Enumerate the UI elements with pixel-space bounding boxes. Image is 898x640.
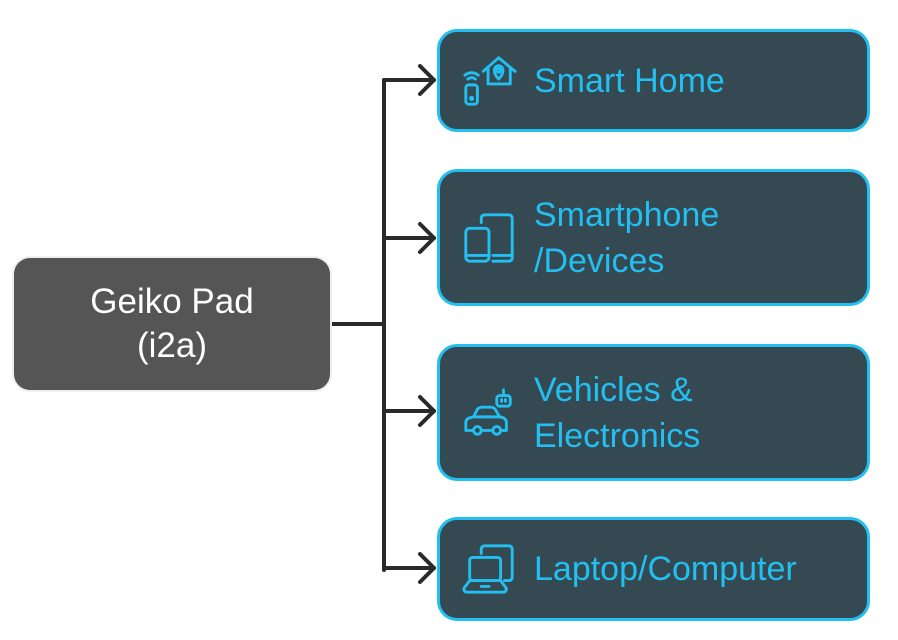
source-node-geiko-pad: Geiko Pad (i2a) xyxy=(14,258,330,390)
vehicle-electronics-icon xyxy=(464,387,512,436)
source-subtitle: (i2a) xyxy=(136,326,208,365)
target-label-line: Vehicles & xyxy=(534,370,693,409)
target-label-line: Laptop/Computer xyxy=(534,550,797,588)
laptop-computer-icon xyxy=(462,544,514,594)
target-node-smart-home: Smart Home xyxy=(437,29,870,132)
smartphone-devices-icon xyxy=(464,212,514,263)
target-label-line: /Devices xyxy=(534,241,665,280)
arrowhead-smartphone xyxy=(418,222,436,254)
arrowhead-vehicles xyxy=(418,395,436,427)
smart-home-icon xyxy=(463,55,517,106)
target-label-line: Smartphone xyxy=(534,195,720,234)
source-title: Geiko Pad xyxy=(90,282,254,321)
target-node-laptop-computer: Laptop/Computer xyxy=(437,517,870,621)
target-label-line: Electronics xyxy=(534,416,701,455)
target-node-smartphone-devices: Smartphone /Devices xyxy=(437,169,870,306)
target-label-line: Smart Home xyxy=(534,61,725,100)
target-node-vehicles-electronics: Vehicles & Electronics xyxy=(437,344,870,481)
arrowhead-smart-home xyxy=(418,64,436,96)
arrowhead-laptop xyxy=(418,552,436,584)
